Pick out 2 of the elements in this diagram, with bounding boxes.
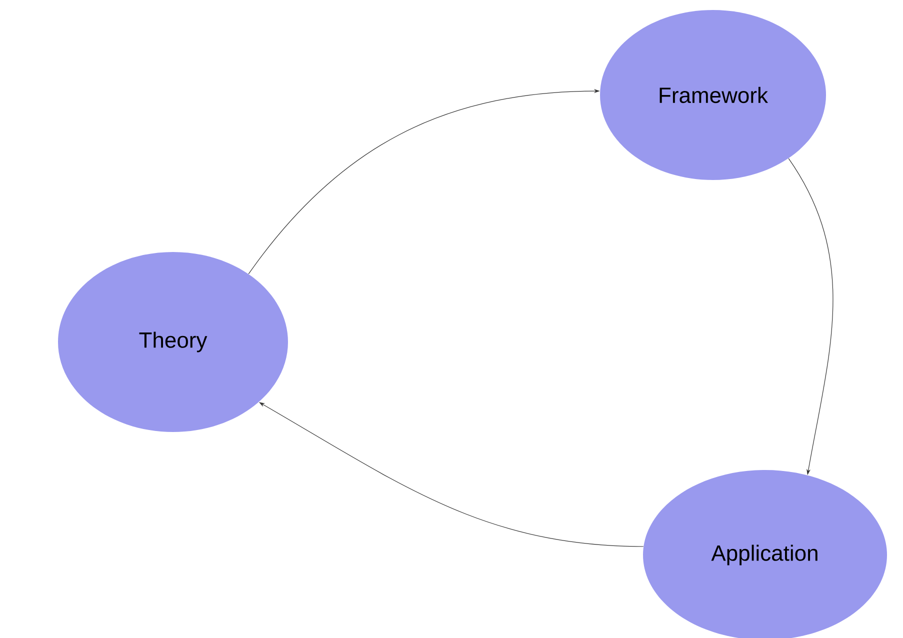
ellipse-node: Theory (58, 252, 288, 432)
ellipse-node: Framework (600, 10, 826, 180)
